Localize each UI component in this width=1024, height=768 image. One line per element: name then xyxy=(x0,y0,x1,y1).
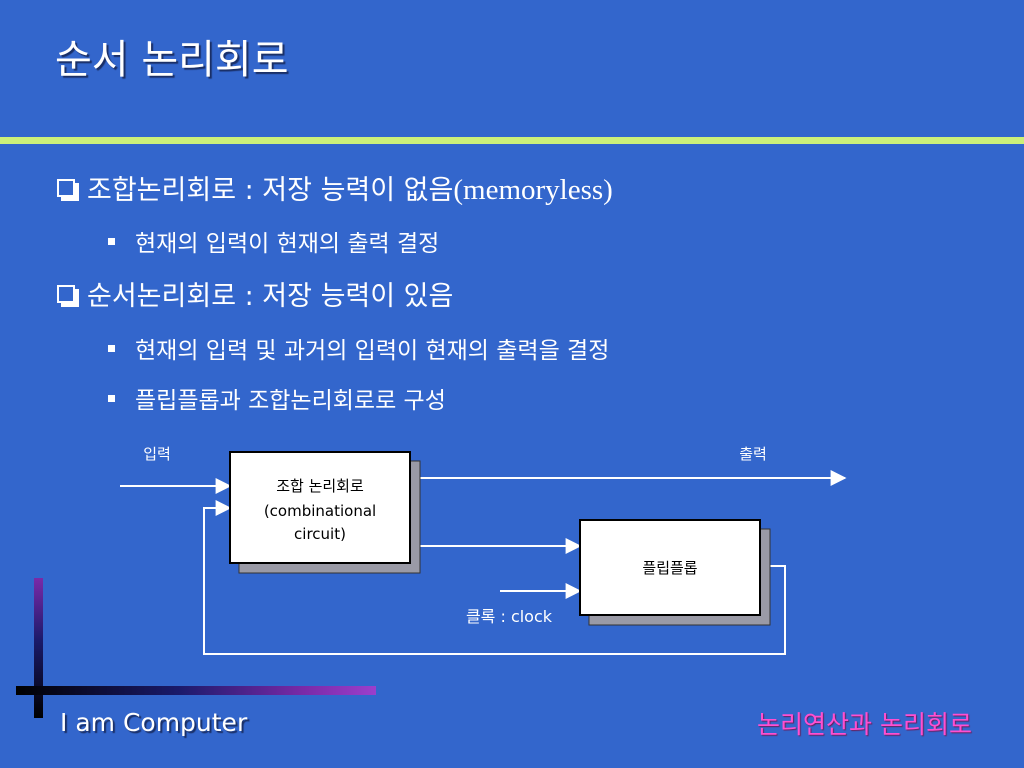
square-bullet-icon xyxy=(108,238,115,245)
bullet-text: 순서논리회로 : 저장 능력이 있음 xyxy=(87,281,454,312)
square-bullet-icon xyxy=(108,345,115,352)
checkbox-bullet-icon xyxy=(57,179,79,201)
output-label: 출력 xyxy=(739,445,767,463)
flip-flop-block: 플립플롭 xyxy=(579,519,771,626)
slide-title: 순서 논리회로 xyxy=(55,37,289,83)
bullet-sequential: 순서논리회로 : 저장 능력이 있음 xyxy=(57,279,453,315)
block-label-line1: 조합 논리회로 xyxy=(276,477,364,495)
sub-bullet-sequential-1: 현재의 입력 및 과거의 입력이 현재의 출력을 결정 xyxy=(108,336,609,366)
feedback-path xyxy=(203,500,786,655)
bullet-text-english: (memoryless) xyxy=(453,174,613,206)
bullet-text: 조합논리회로 : 저장 능력이 없음 xyxy=(87,175,454,206)
sub-bullet-text: 플립플롭과 조합논리회로로 구성 xyxy=(135,388,446,414)
sub-bullet-combinational: 현재의 입력이 현재의 출력 결정 xyxy=(108,229,439,259)
square-bullet-icon xyxy=(108,395,115,402)
block-label-line3: circuit) xyxy=(294,525,346,543)
bullet-combinational: 조합논리회로 : 저장 능력이 없음(memoryless) xyxy=(57,172,613,209)
block-label-line2: (combinational xyxy=(264,502,376,520)
combinational-circuit-block: 조합 논리회로 (combinational circuit) xyxy=(229,451,421,574)
footer-left-text: I am Computer xyxy=(60,708,248,737)
flip-flop-label: 플립플롭 xyxy=(642,559,697,577)
sub-bullet-text: 현재의 입력 및 과거의 입력이 현재의 출력을 결정 xyxy=(135,338,610,364)
block-box xyxy=(229,451,411,564)
footer-right-text: 논리연산과 논리회로 xyxy=(757,710,972,739)
checkbox-bullet-icon xyxy=(57,285,79,307)
block-box xyxy=(579,519,761,616)
decorative-horizontal-bar xyxy=(16,686,376,695)
title-divider xyxy=(0,137,1024,144)
clock-label: 클록 : clock xyxy=(466,607,553,626)
input-label: 입력 xyxy=(143,445,171,463)
sub-bullet-sequential-2: 플립플롭과 조합논리회로로 구성 xyxy=(108,386,446,416)
decorative-vertical-bar xyxy=(34,578,43,718)
sub-bullet-text: 현재의 입력이 현재의 출력 결정 xyxy=(135,231,440,257)
